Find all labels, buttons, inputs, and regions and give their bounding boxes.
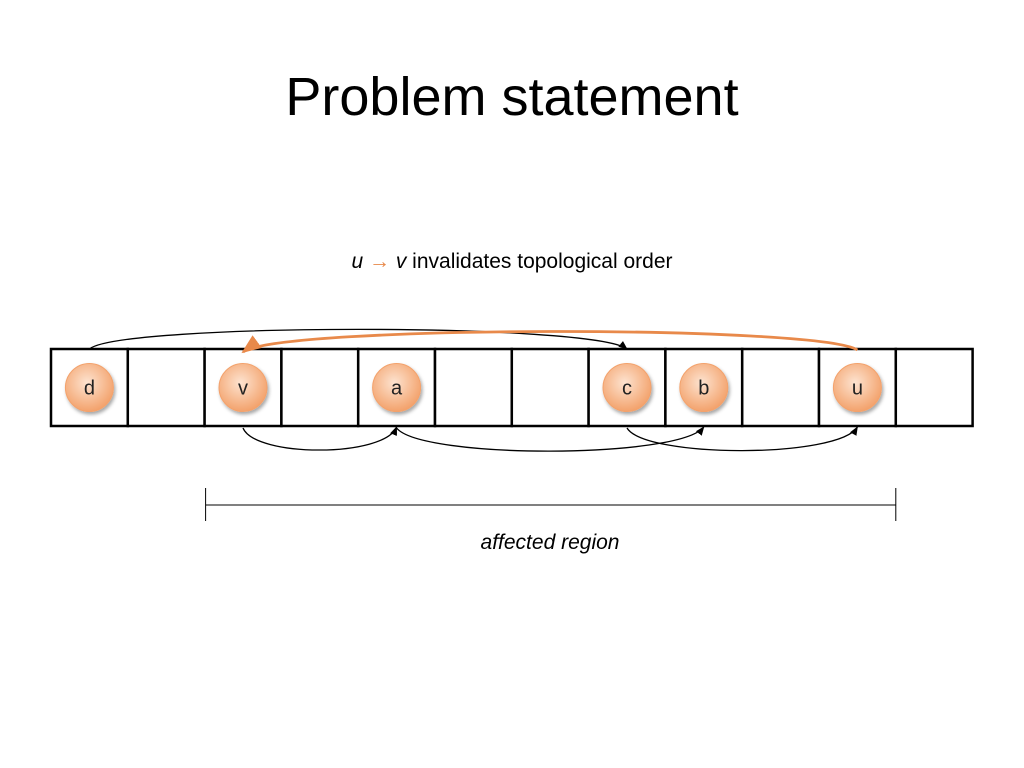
node-circle bbox=[602, 363, 652, 412]
caption-source-var: u bbox=[351, 250, 364, 273]
node-circle bbox=[64, 363, 114, 412]
array-cell bbox=[126, 347, 206, 428]
node-label: b bbox=[698, 378, 709, 400]
array-cell bbox=[280, 347, 360, 428]
node-d: d bbox=[64, 363, 114, 412]
slide-title: Problem statement bbox=[285, 67, 739, 127]
node-circle bbox=[218, 363, 268, 412]
array-cell bbox=[894, 347, 974, 428]
node-circle bbox=[372, 363, 422, 412]
edge-a-to-b bbox=[396, 426, 705, 452]
node-label: u bbox=[852, 378, 863, 400]
node-v: v bbox=[218, 363, 268, 412]
edge-v-to-a bbox=[242, 426, 398, 451]
array-cell bbox=[740, 347, 821, 428]
edge-u-to-v bbox=[241, 330, 859, 354]
edges bbox=[88, 328, 859, 452]
node-label: c bbox=[622, 378, 632, 400]
node-label: d bbox=[84, 378, 95, 400]
affected-region-label: affected region bbox=[480, 531, 620, 554]
node-c: c bbox=[602, 363, 652, 412]
node-u: u bbox=[832, 363, 882, 412]
node-circle bbox=[679, 363, 729, 412]
node-label: v bbox=[238, 378, 248, 400]
array-cell bbox=[433, 347, 514, 428]
caption-text: invalidates topological order bbox=[406, 250, 673, 273]
node-label: a bbox=[391, 378, 403, 400]
node-circle bbox=[832, 363, 882, 412]
caption: u → v invalidates topological order bbox=[0, 248, 1024, 276]
node-b: b bbox=[679, 363, 729, 412]
edge-c-to-u bbox=[626, 426, 858, 452]
node-a: a bbox=[372, 363, 422, 412]
caption-target-var: v bbox=[395, 250, 407, 273]
array-cell bbox=[510, 347, 590, 428]
affected-region-bracket bbox=[205, 488, 897, 521]
edge-d-to-c bbox=[88, 328, 628, 350]
caption-arrow: → bbox=[369, 250, 390, 273]
